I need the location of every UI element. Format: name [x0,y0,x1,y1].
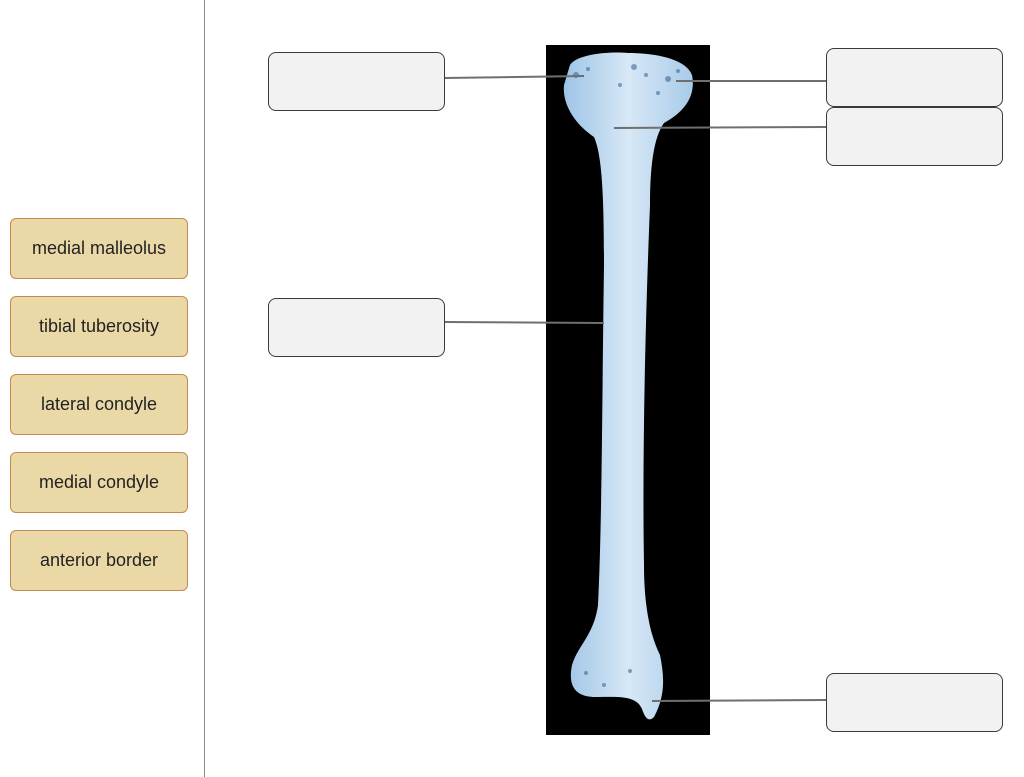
label-bank: medial malleolus tibial tuberosity later… [10,218,188,608]
tibia-image [546,45,710,735]
tibia-shape [563,52,693,720]
label-chip-tibial-tuberosity[interactable]: tibial tuberosity [10,296,188,357]
drop-target-1[interactable] [268,52,445,111]
tibia-bone-illustration [563,52,693,720]
bone-texture [573,64,680,687]
drop-target-3[interactable] [826,107,1003,166]
drop-target-2[interactable] [826,48,1003,107]
label-chip-medial-malleolus[interactable]: medial malleolus [10,218,188,279]
panel-divider [204,0,205,777]
drop-target-4[interactable] [268,298,445,357]
label-chip-medial-condyle[interactable]: medial condyle [10,452,188,513]
label-chip-anterior-border[interactable]: anterior border [10,530,188,591]
drop-target-5[interactable] [826,673,1003,732]
label-chip-lateral-condyle[interactable]: lateral condyle [10,374,188,435]
